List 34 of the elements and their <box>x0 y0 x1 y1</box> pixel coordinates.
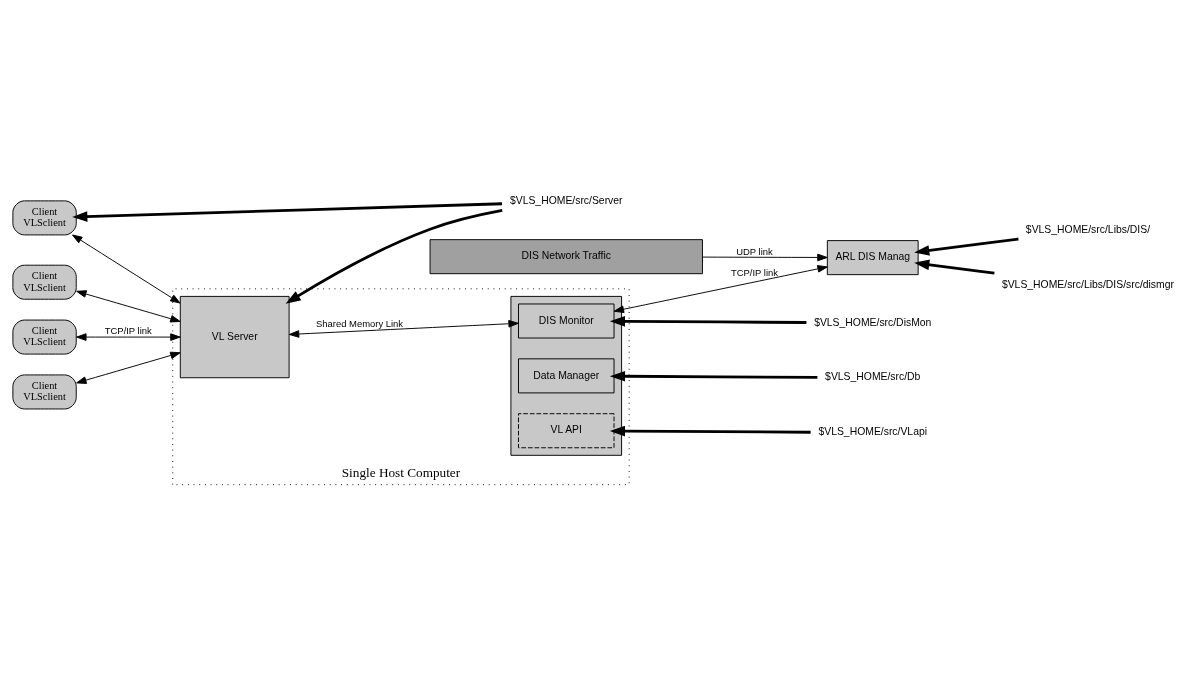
node-text: $VLS_HOME/src/Db <box>825 371 921 383</box>
node-text: $VLS_HOME/src/Server <box>509 195 623 207</box>
edge-label: TCP/IP link <box>730 266 779 278</box>
node-box: Client VLSclient <box>12 374 77 410</box>
arrow <box>609 425 811 437</box>
edge-label: UDP link <box>736 245 773 257</box>
arrow <box>914 237 1019 256</box>
node-text: $VLS_HOME/src/VLapi <box>818 426 928 438</box>
node-box: DIS Monitor <box>518 303 615 339</box>
arrow <box>76 351 181 384</box>
node-box: Client VLSclient <box>12 319 77 355</box>
node-box: Client VLSclient <box>12 200 77 236</box>
arrow <box>609 370 818 382</box>
arrow <box>72 234 181 304</box>
edge-label: TCP/IP link <box>104 325 152 337</box>
node-box: ARL DIS Manag <box>826 240 919 276</box>
arrow <box>914 259 995 275</box>
node-box: Client VLSclient <box>12 264 77 300</box>
arrow <box>288 319 519 338</box>
arrow <box>76 290 181 323</box>
node-text: $VLS_HOME/src/Libs/DIS/src/dismgr <box>1001 278 1174 290</box>
node-text: $VLS_HOME/src/DisMon <box>814 316 932 328</box>
arrow <box>76 333 181 341</box>
arrow <box>72 202 503 222</box>
edge-label: Shared Memory Link <box>316 317 404 329</box>
node-box: VL API <box>518 413 615 449</box>
node-box: Data Manager <box>518 358 615 394</box>
node-box: VL Server <box>179 295 290 379</box>
node-text: $VLS_HOME/src/Libs/DIS/ <box>1025 223 1151 235</box>
arrow <box>702 253 828 262</box>
arrow <box>613 265 828 314</box>
node-box: DIS Network Traffic <box>429 239 703 275</box>
arrow <box>609 316 807 327</box>
arrow <box>285 209 503 304</box>
